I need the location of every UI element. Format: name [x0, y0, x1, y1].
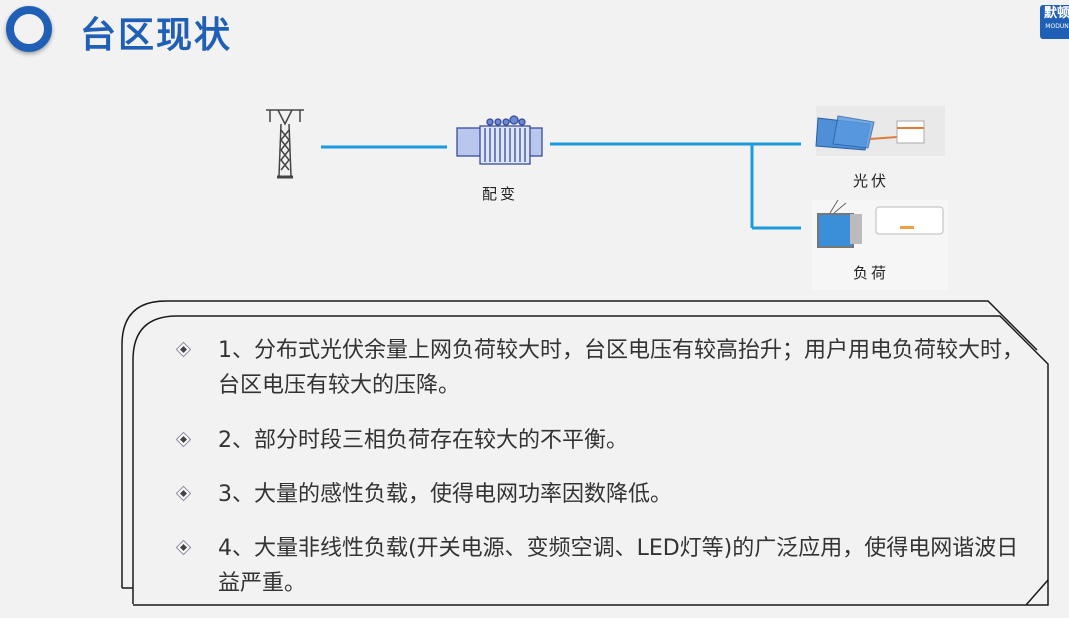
company-logo: 默顿 MODUN	[1040, 5, 1069, 39]
pv-label: 光伏	[853, 172, 890, 190]
logo-text: 默顿	[1043, 6, 1069, 21]
list-item: 2、部分时段三相负荷存在较大的不平衡。	[218, 428, 628, 453]
wire-lines	[321, 142, 801, 230]
list-item: 1、分布式光伏余量上网负荷较大时，台区电压有较高抬升；用户用电负荷较大时，台区电…	[218, 338, 1024, 398]
solar-panel-icon	[815, 106, 945, 156]
load-label: 负荷	[853, 264, 890, 282]
list-item: 3、大量的感性负载，使得电网功率因数降低。	[218, 482, 672, 507]
logo-subtext: MODUN	[1045, 23, 1069, 30]
title-circle-icon	[6, 6, 52, 52]
power-tower-icon	[266, 109, 304, 179]
transformer-icon	[456, 115, 543, 165]
transformer-label: 配变	[482, 185, 519, 203]
info-box-frame	[121, 300, 1049, 606]
list-item: 4、大量非线性负载(开关电源、变频空调、LED灯等)的广泛应用，使得电网谐波日益…	[218, 536, 1019, 596]
page-title: 台区现状	[80, 15, 233, 56]
load-appliances-icon	[812, 199, 948, 290]
